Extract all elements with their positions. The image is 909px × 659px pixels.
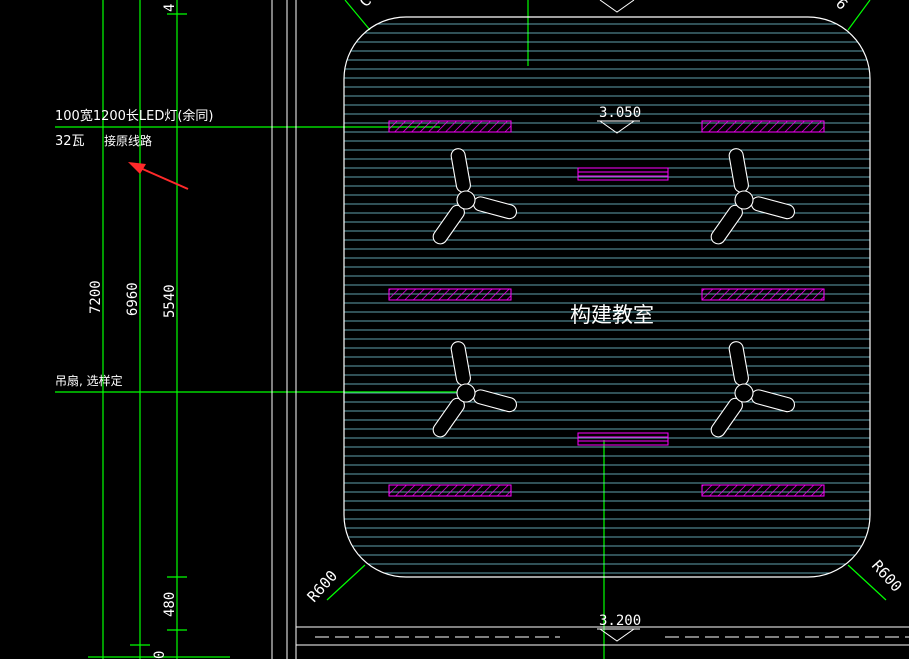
room-name: 构建教室: [570, 303, 654, 327]
radius-left: R600: [304, 567, 342, 606]
ceiling-strip-lines: [344, 23, 870, 574]
dimension-lines: [55, 0, 887, 659]
radius-top-left-partial: C: [356, 0, 375, 11]
radius-right: R600: [868, 557, 906, 596]
ceiling-fans: [430, 148, 796, 440]
ceiling-fan-icon[interactable]: [430, 341, 518, 440]
led-panel-icon[interactable]: [577, 432, 669, 446]
led-panel-icon[interactable]: [388, 484, 512, 497]
dim-top-partial: 4: [162, 4, 178, 12]
dim-5540: 5540: [162, 284, 178, 318]
led-panel-icon[interactable]: [701, 484, 825, 497]
dim-480: 480: [162, 592, 178, 617]
level-triangle-icon: [599, 0, 635, 13]
dim-6960: 6960: [125, 282, 141, 316]
ceiling-fan-icon[interactable]: [708, 341, 796, 440]
level-markers: [597, 0, 640, 642]
led-panel-icon[interactable]: [388, 120, 512, 133]
light-spec-line2: 32瓦: [55, 134, 85, 149]
wall-lines: [271, 0, 909, 659]
ceiling-fan-icon[interactable]: [708, 148, 796, 247]
red-arrow-icon: [128, 162, 189, 190]
ceiling-fan-icon[interactable]: [430, 148, 518, 247]
light-spec-wiring: 接原线路: [104, 133, 152, 148]
level-ceiling: 3.050: [599, 105, 641, 121]
led-panel-icon[interactable]: [388, 288, 512, 301]
radius-top-right-partial: 6: [832, 0, 851, 13]
dim-bottom-partial: 0: [152, 651, 168, 659]
level-triangle-icon: [598, 628, 636, 642]
led-panel-icon[interactable]: [701, 120, 825, 133]
led-panel-icon[interactable]: [577, 167, 669, 181]
led-panel-icon[interactable]: [701, 288, 825, 301]
light-spec-line1: 100宽1200长LED灯(余同): [55, 108, 214, 124]
ceiling-outline[interactable]: [343, 16, 871, 578]
fan-note: 吊扇, 选样定: [55, 373, 123, 388]
level-floor: 3.200: [599, 613, 641, 629]
led-lights: [388, 120, 825, 497]
dim-7200: 7200: [88, 280, 104, 314]
